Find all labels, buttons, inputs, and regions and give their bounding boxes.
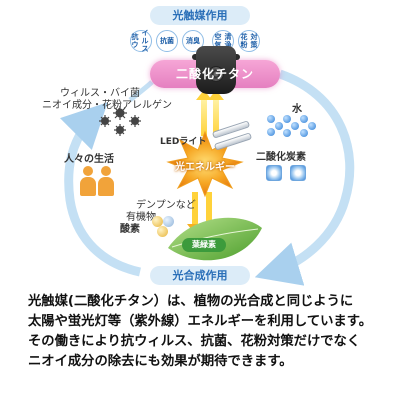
chlorophyll-label: 葉緑素	[182, 238, 226, 252]
effect-antibacterial-bubble: 抗菌	[156, 30, 178, 52]
mask-vent-icon	[208, 66, 224, 82]
life-label: 人々の生活	[64, 154, 114, 165]
left-cycle-arc-top	[128, 80, 154, 102]
caption-paragraph: 光触媒(二酸化チタン）は、植物の光合成と同じように 太陽や蛍光灯等（紫外線）エネ…	[28, 292, 378, 372]
caption-line-4: ニオイ成分の除去にも効果が期待できます。	[28, 354, 293, 369]
energy-beams-up	[196, 90, 224, 136]
water-label: 水	[292, 104, 302, 115]
effect-pollen-bubble: 花粉 対策	[238, 30, 260, 52]
caption-line-3: その働きにより抗ウィルス、抗菌、花粉対策だけでなく	[28, 334, 361, 349]
photosynthesis-title: 光合成作用	[150, 266, 250, 285]
led-label: LEDライト	[160, 137, 207, 147]
starch-label-line1: デンプンなど	[136, 200, 196, 211]
left-cycle-arc	[59, 102, 142, 277]
caption-line-2: 太陽や蛍光灯等（紫外線）エネルギーを利用しています。	[28, 314, 372, 329]
right-cycle-arc	[254, 69, 355, 286]
light-energy-label: 光エネルギー	[175, 162, 235, 173]
virus-label-line2: ニオイ成分・花粉アレルゲン	[42, 100, 172, 111]
oxygen-label: 酸素	[120, 224, 140, 235]
co2-label: 二酸化炭素	[256, 152, 306, 163]
starch-label-line2: 有機物	[126, 212, 156, 223]
virus-label-line1: ウィルス・バイ菌	[60, 88, 140, 99]
co2-icon	[266, 165, 282, 181]
caption-line-1: 光触媒(二酸化チタン）は、植物の光合成と同じように	[28, 294, 354, 309]
catalyst-label: 二酸化チタン	[175, 67, 254, 81]
co2-icon-2	[290, 165, 306, 181]
effect-antivirus-bubble: 抗ウ イルス	[130, 29, 152, 53]
photocatalyst-title: 光触媒作用	[150, 6, 250, 25]
